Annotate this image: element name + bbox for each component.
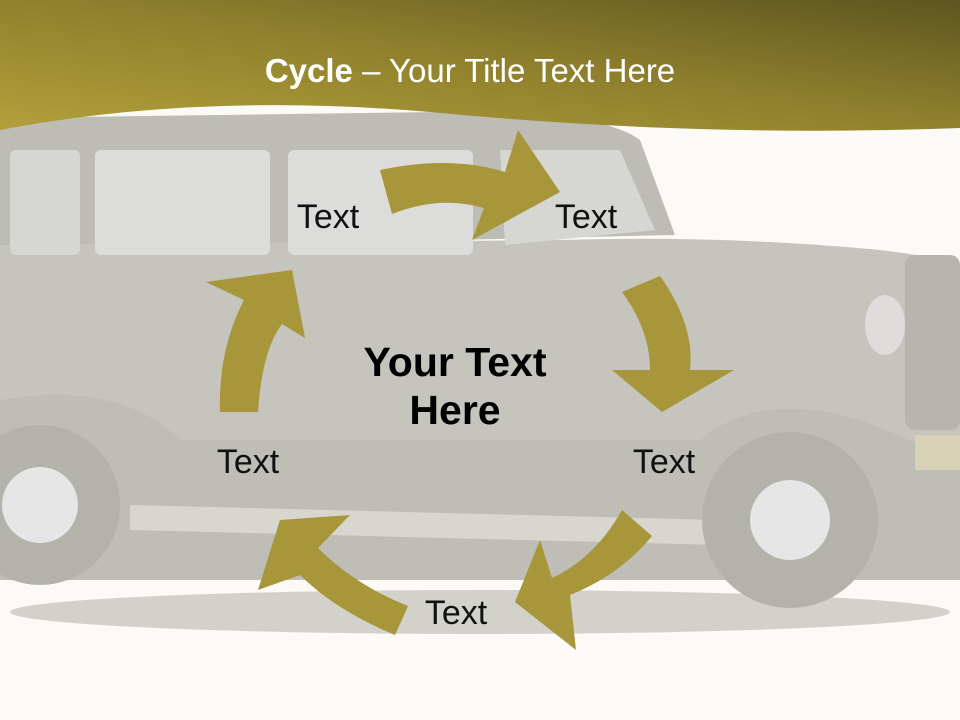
vintage-car-image: [0, 111, 960, 634]
center-line-1: Your Text: [363, 339, 547, 385]
arrow-top: [380, 130, 560, 240]
cycle-node-3: Text: [632, 443, 696, 481]
cycle-node-2: Text: [554, 198, 618, 236]
cycle-node-4: Text: [424, 594, 488, 632]
arrow-left: [206, 270, 305, 412]
arrow-bottom-left: [258, 515, 408, 635]
arrow-bottom-right: [515, 510, 652, 650]
cycle-node-1: Text: [296, 198, 360, 236]
title-bold: Cycle: [264, 52, 353, 89]
arrow-right: [612, 276, 734, 412]
center-text: Your Text Here: [310, 338, 600, 434]
header-band: [0, 0, 960, 131]
cycle-node-5: Text: [216, 443, 280, 481]
cycle-arrows: [206, 130, 734, 650]
center-line-2: Here: [409, 387, 501, 433]
title-rest: – Your Title Text Here: [352, 52, 676, 89]
slide-title: Cycle – Your Title Text Here: [0, 52, 940, 90]
